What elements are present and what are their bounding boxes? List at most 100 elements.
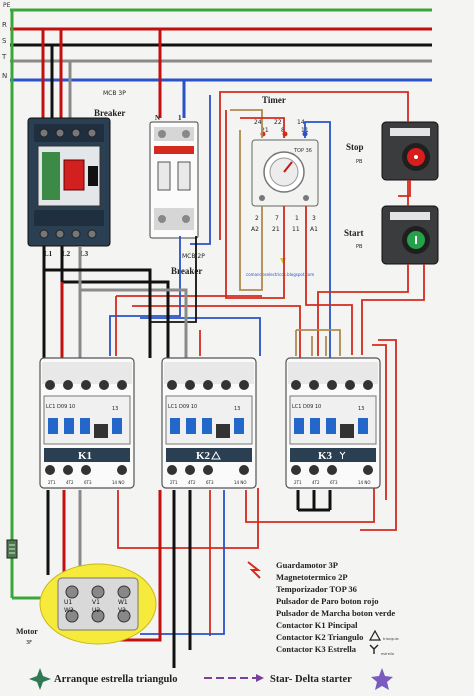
wye-icon (369, 644, 379, 654)
k1-aux: 13 (112, 406, 118, 412)
mcb3p-feed (41, 29, 72, 120)
mcb3p-out-l3: L3 (80, 250, 89, 258)
k3-term-2t1: 2T1 (294, 480, 302, 485)
k2-model: LC1 D09 10 (168, 404, 197, 410)
timer-bottom-21: 21 (272, 226, 280, 233)
mcb3p-title: MCB 3P (103, 90, 126, 97)
lightning-icon (247, 561, 261, 579)
stop-sub: PB (356, 159, 363, 165)
control-wiring (109, 91, 425, 636)
footer: Arranque estrella triangulo Star- Delta … (29, 668, 393, 690)
legend-item-2: Magnetotermico 2P (276, 572, 348, 582)
timer-bottom-num-4: 3 (312, 215, 316, 222)
k3-label: K3 (318, 450, 333, 462)
rail-label-t: T (1, 53, 7, 61)
mcb2p-breaker: N 1 MCB 2P Breaker (149, 114, 205, 276)
mcb2p-term-n: N (155, 114, 160, 122)
stop-title: Stop (346, 142, 364, 152)
rail-label-n: N (2, 72, 7, 80)
motor-term-w1: W1 (118, 599, 128, 606)
timer-relay: TOP 36 Timer 24 22 14 21 8 11 2 7 1 3 A2… (246, 95, 319, 277)
legend-tag-triangulo: triangulo (383, 637, 399, 641)
start-pushbutton: Start PB (344, 205, 439, 265)
timer-top-24: 24 (254, 119, 262, 126)
legend-item-1: Guardamotor 3P (276, 560, 338, 570)
motor-label: Motor (16, 627, 38, 636)
mcb2p-title: MCB 2P (182, 253, 205, 260)
stop-pushbutton: Stop PB (346, 121, 439, 181)
motor-terminal-box: U1 V1 W1 W2 U2 V2 Motor 3F (16, 563, 157, 646)
timer-bottom-a2: A2 (251, 226, 259, 233)
watermark-text: comandoselectricos.blogspot.com (246, 272, 314, 277)
footer-right-title: Star- Delta starter (270, 674, 352, 685)
legend-item-6: Contactor K1 Pincipal (276, 620, 358, 630)
mcb3p-red-knob (63, 159, 85, 191)
legend-item-7: Contactor K2 Triangulo (276, 632, 363, 642)
k1-model: LC1 D09 10 (46, 404, 75, 410)
arrow-right-icon (256, 674, 264, 682)
motor-term-v1: V1 (92, 599, 100, 606)
timer-bottom-num-2: 7 (275, 215, 279, 222)
legend-item-3: Temporizador TOP 36 (276, 584, 357, 594)
k3-aux: 13 (358, 406, 364, 412)
timer-model: TOP 36 (293, 148, 312, 154)
k1-label: K1 (78, 450, 92, 462)
k3-model: LC1 D09 10 (292, 404, 321, 410)
timer-bottom-a1: A1 (310, 226, 318, 233)
legend-tag-estrella: estrella (381, 652, 394, 656)
star-icon (339, 451, 346, 459)
k1-term-14no: 14 NO (112, 480, 125, 485)
delta-icon (368, 629, 382, 641)
k2-term-4t2: 4T2 (188, 480, 196, 485)
triangle-icon (211, 450, 221, 460)
k2-label: K2 (196, 450, 211, 462)
rail-label-s: S (2, 37, 7, 45)
timer-bottom-num-3: 1 (295, 215, 299, 222)
k2-term-2t1: 2T1 (170, 480, 178, 485)
k3-term-4t2: 4T2 (312, 480, 320, 485)
k1-term-6t3: 6T3 (84, 480, 92, 485)
legend: Guardamotor 3P Magnetotermico 2P Tempori… (247, 560, 399, 656)
k3-term-6t3: 6T3 (330, 480, 338, 485)
power-wiring (42, 246, 332, 668)
contactor-k3: LC1 D09 10 13 K3 2T1 4T2 6T3 14 NO (285, 357, 381, 489)
mcb3p-breaker: MCB 3P Breaker L1 L2 L3 (27, 90, 126, 258)
star-badge-icon (371, 668, 393, 690)
timer-top-21: 21 (261, 127, 269, 134)
motor-term-w2: W2 (64, 607, 74, 614)
timer-title: Timer (262, 95, 286, 105)
timer-top-14: 14 (297, 119, 305, 126)
k1-term-2t1: 2T1 (48, 480, 56, 485)
power-rails: PE R S T N (1, 2, 432, 82)
pe-wire (6, 10, 52, 600)
start-title: Start (344, 228, 364, 238)
rail-label-pe: PE (3, 2, 11, 9)
legend-item-8: Contactor K3 Estrella (276, 644, 357, 654)
k1-term-4t2: 4T2 (66, 480, 74, 485)
mcb2p-feed (158, 29, 186, 118)
mcb2p-term-1: 1 (178, 114, 182, 122)
mcb3p-out-l2: L2 (62, 250, 71, 258)
motor-sub: 3F (26, 640, 32, 646)
k2-term-14no: 14 NO (234, 480, 247, 485)
timer-top-8: 8 (281, 127, 285, 134)
timer-bottom-num-1: 2 (255, 215, 259, 222)
motor-term-v2: V2 (118, 607, 126, 614)
compass-star-icon (29, 668, 51, 690)
footer-left-title: Arranque estrella triangulo (54, 674, 177, 685)
timer-top-22: 22 (274, 119, 282, 126)
mcb3p-name: Breaker (94, 108, 125, 118)
k2-term-6t3: 6T3 (206, 480, 214, 485)
mcb3p-out-l1: L1 (44, 250, 53, 258)
legend-item-5: Pulsador de Marcha boton verde (276, 608, 395, 618)
contactor-k1: LC1 D09 10 13 K1 2T1 4T2 6T3 14 NO (39, 357, 135, 489)
k2-aux: 13 (234, 406, 240, 412)
motor-term-u2: U2 (92, 607, 100, 614)
rail-label-r: R (2, 21, 7, 29)
legend-item-4: Pulsador de Paro boton rojo (276, 596, 378, 606)
k3-term-14no: 14 NO (358, 480, 371, 485)
mcb2p-name: Breaker (171, 266, 202, 276)
contactor-k2: LC1 D09 10 13 K2 2T1 4T2 6T3 14 NO (161, 357, 257, 489)
